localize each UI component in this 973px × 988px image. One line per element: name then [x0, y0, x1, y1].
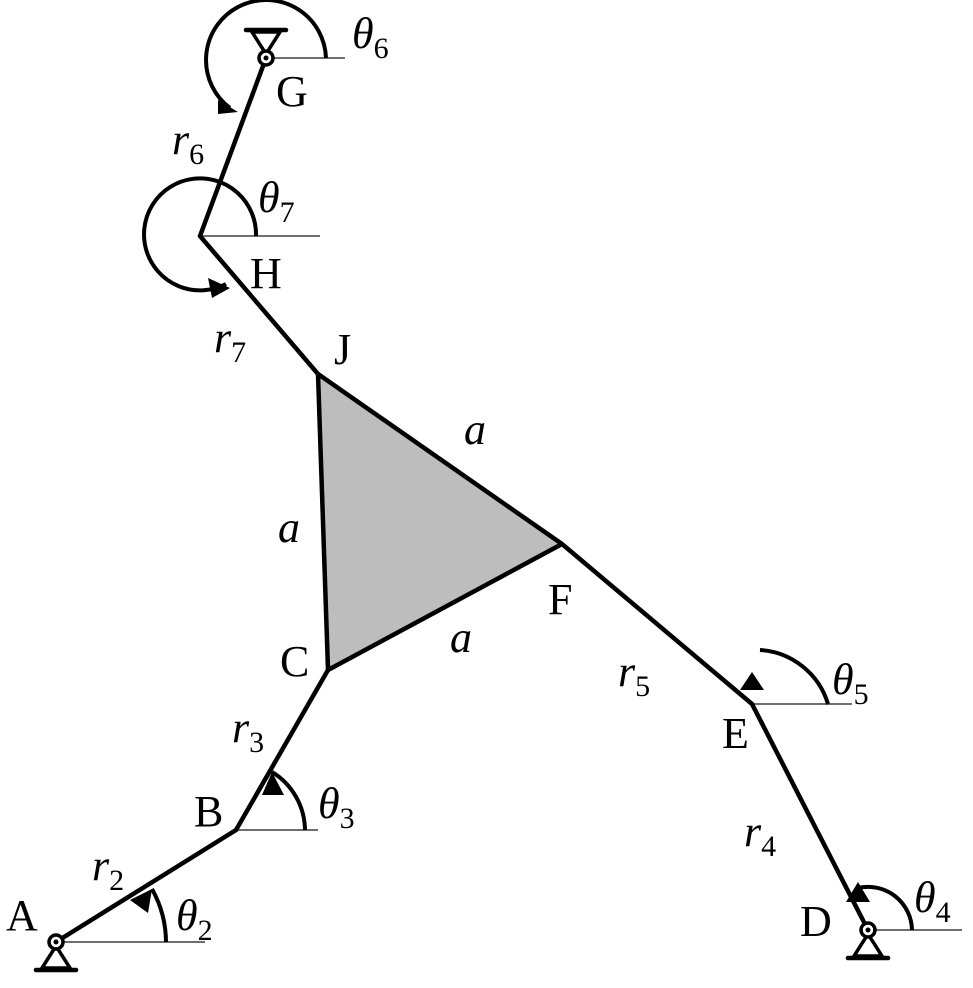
- theta5-arrow-icon: [740, 672, 764, 690]
- theta4-arrow-icon: [846, 882, 870, 902]
- label-side-a-top: a: [464, 405, 486, 454]
- label-angle-theta4: θ4: [914, 873, 951, 929]
- link-r5: [559, 541, 755, 707]
- coupler-triangle: [315, 371, 565, 673]
- label-link-r7: r7: [214, 313, 246, 369]
- link-r6: [197, 55, 269, 239]
- label-point-f: F: [548, 575, 572, 624]
- pin-g-center: [263, 55, 269, 61]
- label-link-r6: r6: [172, 115, 204, 171]
- theta6-arc: [204, 0, 328, 110]
- theta6-arrow-icon: [218, 100, 238, 114]
- label-angle-theta2: θ2: [176, 891, 213, 947]
- theta3-arrow-icon: [262, 772, 284, 795]
- link-r4: [749, 701, 871, 933]
- theta2-arc: [150, 888, 168, 943]
- label-point-h: H: [250, 249, 282, 298]
- label-link-r4: r4: [744, 807, 776, 863]
- pin-d-center: [865, 927, 871, 933]
- link-r2: [53, 827, 239, 945]
- theta2-arrow-icon: [130, 889, 152, 913]
- label-link-r3: r3: [232, 703, 264, 759]
- label-point-c: C: [280, 637, 309, 686]
- theta7-arc: [142, 176, 259, 293]
- theta3-arc: [270, 770, 307, 831]
- label-angle-theta5: θ5: [832, 655, 869, 711]
- label-side-a-bottom: a: [450, 613, 472, 662]
- label-side-a-left: a: [278, 503, 300, 552]
- label-point-a: A: [6, 891, 38, 940]
- link-r7: [197, 233, 321, 377]
- theta7-arrow-icon: [208, 278, 230, 298]
- label-point-j: J: [334, 325, 351, 374]
- label-point-g: G: [276, 67, 308, 116]
- label-angle-theta3: θ3: [318, 779, 355, 835]
- label-angle-theta7: θ7: [258, 173, 295, 229]
- link-r3: [233, 667, 331, 833]
- label-point-e: E: [722, 709, 749, 758]
- label-angle-theta6: θ6: [352, 9, 389, 65]
- theta4-arc: [857, 884, 914, 931]
- label-link-r5: r5: [618, 647, 650, 703]
- label-point-b: B: [194, 787, 223, 836]
- label-point-d: D: [800, 897, 832, 946]
- label-link-r2: r2: [92, 841, 124, 897]
- theta5-arc: [759, 648, 830, 705]
- pin-a-center: [53, 939, 59, 945]
